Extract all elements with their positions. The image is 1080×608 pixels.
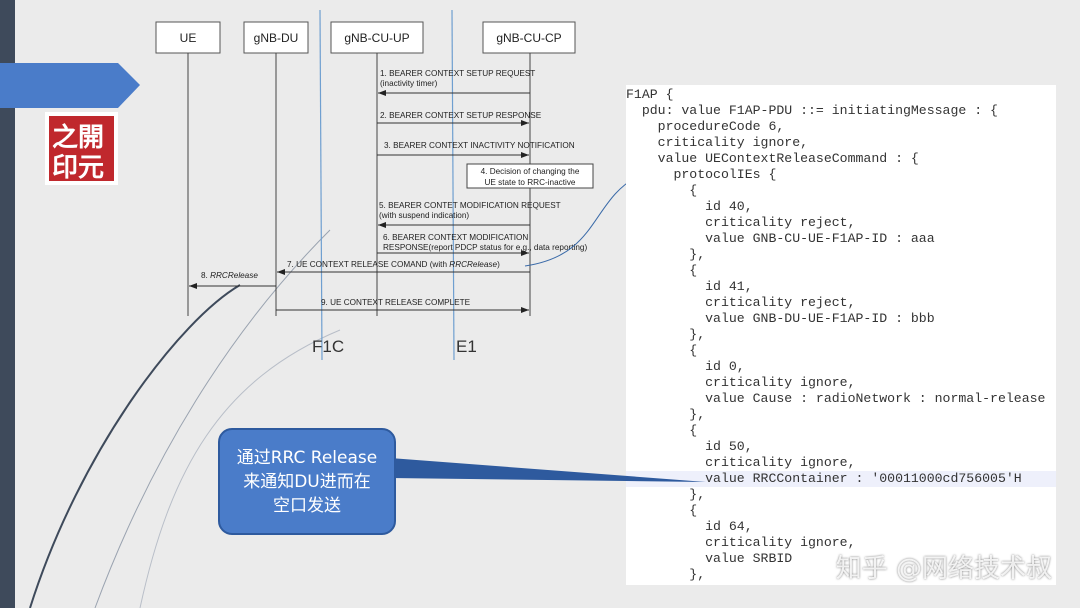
entity-box-ue (155, 21, 221, 54)
code-line: value Cause : radioNetwork : normal-rele… (626, 391, 1046, 406)
code-line: { (626, 343, 698, 358)
interface-line-e1 (451, 9, 455, 361)
code-line: id 41, (626, 279, 753, 294)
code-line: procedureCode 6, (626, 119, 785, 134)
code-line: value GNB-CU-UE-F1AP-ID : aaa (626, 231, 935, 246)
callout-line: 空口发送 (273, 496, 341, 516)
code-line: value GNB-DU-UE-F1AP-ID : bbb (626, 311, 935, 326)
entity-box-gnb-du (243, 21, 309, 54)
interface-line-f1c (319, 9, 323, 361)
entity-label: gNB-CU-CP (496, 31, 561, 45)
message-label: 7. UE CONTEXT RELEASE COMAND (with RRCRe… (287, 260, 500, 269)
message-label: 2. BEARER CONTEXT SETUP RESPONSE (380, 111, 542, 120)
code-line: criticality ignore, (626, 455, 856, 470)
slide-sidebar-bar (0, 0, 15, 608)
banner-arrow (0, 63, 140, 108)
code-line: id 50, (626, 439, 753, 454)
interface-label-e1: E1 (456, 337, 477, 356)
code-panel: F1AP { pdu: value F1AP-PDU ::= initiatin… (626, 85, 1056, 585)
seal-logo: 之開 印元 (45, 112, 118, 185)
code-line: }, (626, 567, 706, 582)
code-line: criticality ignore, (626, 375, 856, 390)
code-line: id 40, (626, 199, 753, 214)
code-line: { (626, 423, 698, 438)
watermark: 知乎 @网络技术叔 (835, 554, 1052, 584)
message-label: 5. BEARER CONTET MODIFICATION REQUEST (379, 201, 561, 210)
code-line: protocolIEs { (626, 167, 777, 182)
code-line: pdu: value F1AP-PDU ::= initiatingMessag… (626, 103, 998, 118)
message-label: 4. Decision of changing the (481, 167, 580, 176)
code-line: criticality reject, (626, 215, 856, 230)
code-line: }, (626, 247, 706, 262)
code-line: value UEContextReleaseCommand : { (626, 151, 919, 166)
message-label: (with suspend indication) (379, 211, 469, 220)
svg-text:印元: 印元 (52, 153, 104, 183)
message-label: 6. BEARER CONTEXT MODIFICATION (383, 233, 528, 242)
code-line: value SRBID (626, 551, 793, 566)
entity-label: gNB-CU-UP (344, 31, 409, 45)
callout-line: 来通知DU进而在 (243, 472, 371, 492)
message-label: (inactivity timer) (380, 79, 438, 88)
code-line: criticality ignore, (626, 135, 809, 150)
decor-curve (29, 284, 241, 608)
code-line: value RRCContainer : '00011000cd756005'H (626, 471, 1056, 487)
code-line: }, (626, 487, 706, 502)
code-line: }, (626, 407, 706, 422)
message-label: UE state to RRC-inactive (484, 178, 575, 187)
message-label: 9. UE CONTEXT RELEASE COMPLETE (321, 298, 471, 307)
message-label: 3. BEARER CONTEXT INACTIVITY NOTIFICATIO… (384, 141, 575, 150)
message-label: RESPONSE(report PDCP status for e.g., da… (383, 243, 587, 252)
code-line: { (626, 503, 698, 518)
entity-label: gNB-DU (254, 31, 299, 45)
entity-label: UE (180, 31, 197, 45)
code-line: criticality ignore, (626, 535, 856, 550)
decision-box (466, 163, 594, 189)
code-line: id 0, (626, 359, 745, 374)
code-line: id 64, (626, 519, 753, 534)
callout-line: 通过RRC Release (236, 448, 378, 468)
interface-label-f1c: F1C (312, 337, 344, 356)
decor-curve (94, 229, 331, 608)
code-line: { (626, 183, 698, 198)
message-label: 1. BEARER CONTEXT SETUP REQUEST (380, 69, 535, 78)
code-line: { (626, 263, 698, 278)
code-line: criticality reject, (626, 295, 856, 310)
code-line: F1AP { (626, 87, 674, 102)
entity-box-gnb-cu-cp (482, 21, 576, 54)
message-label: 8. RRCRelease (201, 271, 258, 280)
callout-box: 通过RRC Release 来通知DU进而在 空口发送 (218, 428, 396, 535)
decor-curve (139, 329, 341, 608)
code-line: }, (626, 327, 706, 342)
svg-text:之開: 之開 (52, 122, 104, 153)
